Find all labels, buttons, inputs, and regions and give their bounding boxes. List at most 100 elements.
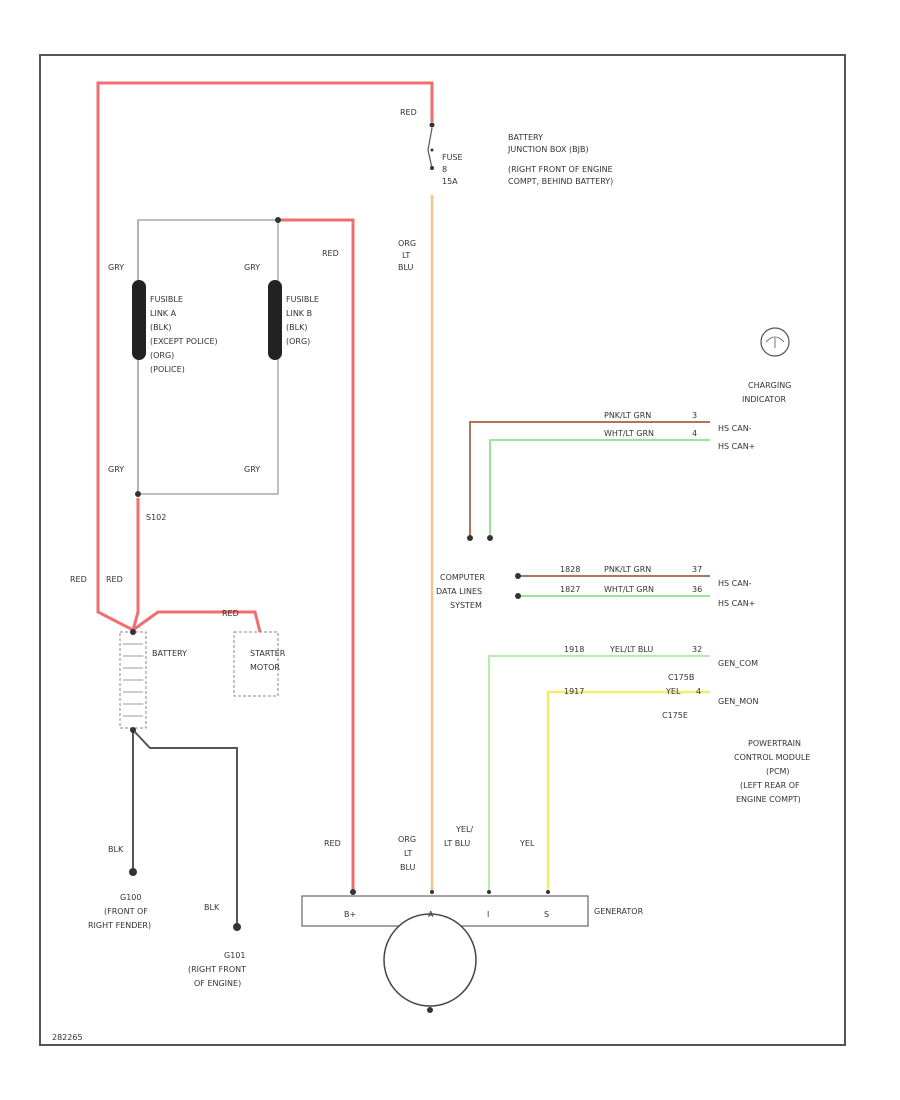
pcm-line5: ENGINE COMPT) xyxy=(736,795,801,804)
indicator-wire-1-color: PNK/LT GRN xyxy=(604,411,651,420)
gen-wire-s: YEL xyxy=(519,839,535,848)
pcm-wire-1-pin: 32 xyxy=(692,645,702,654)
data-wire-2-signal: HS CAN+ xyxy=(718,599,755,608)
charging-indicator-line1: CHARGING xyxy=(748,381,791,390)
link-b-line2: LINK B xyxy=(286,309,312,318)
fuse-wire-bottom-3: BLU xyxy=(398,263,414,272)
junction-box-line2: JUNCTION BOX (BJB) xyxy=(507,145,589,154)
starter-motor xyxy=(233,631,279,697)
charging-indicator-line2: INDICATOR xyxy=(742,395,786,404)
fuse-wire-bottom-1: ORG xyxy=(398,239,416,248)
ground-g100-id: G100 xyxy=(120,893,141,902)
data-wire-1-pin: 37 xyxy=(692,565,702,574)
data-lines-line2: DATA LINES xyxy=(436,587,482,596)
b-plus-wire-lower: RED xyxy=(324,839,341,848)
battery xyxy=(119,629,147,733)
link-a-line4: (EXCEPT POLICE) xyxy=(150,337,218,346)
pcm-line4: (LEFT REAR OF xyxy=(740,781,800,790)
data-wire-2-circuit: 1827 xyxy=(560,585,580,594)
gen-wire-i-1: YEL/ xyxy=(455,825,473,834)
data-wire-1-signal: HS CAN- xyxy=(718,579,752,588)
link-a-line6: (POLICE) xyxy=(150,365,185,374)
pcm-wire-2-signal: GEN_MON xyxy=(718,697,758,706)
ground-g100-line1: (FRONT OF xyxy=(104,907,148,916)
pcm-line1: POWERTRAIN xyxy=(748,739,801,748)
battery-wire-starter: RED xyxy=(222,609,239,618)
ground-g100-line2: RIGHT FENDER) xyxy=(88,921,151,930)
link-a-wire-top: GRY xyxy=(108,263,124,272)
pin-indicator-can-minus xyxy=(467,535,473,541)
pcm-wire-2-connector: C175E xyxy=(662,711,688,720)
wire-red-fuse-feed xyxy=(96,81,434,632)
diagram-border xyxy=(39,54,846,1046)
junction-box-line1: BATTERY xyxy=(508,133,543,142)
junction-box-line3: (RIGHT FRONT OF ENGINE xyxy=(508,165,613,174)
pin-data-can-plus xyxy=(515,593,521,599)
indicator-wire-2-color: WHT/LT GRN xyxy=(604,429,654,438)
data-wire-1-circuit: 1828 xyxy=(560,565,580,574)
data-wire-2-pin: 36 xyxy=(692,585,702,594)
fusible-link-b xyxy=(268,280,282,360)
ground-g101-line2: OF ENGINE) xyxy=(194,979,241,988)
wire-yel-lt-blu-gen-com xyxy=(488,655,710,890)
pcm-wire-1-color: YEL/LT BLU xyxy=(609,645,653,654)
fusible-link-a xyxy=(132,280,146,360)
indicator-wire-1-signal: HS CAN- xyxy=(718,424,752,433)
wire-red-battery-splice xyxy=(131,498,140,631)
gen-wire-i-2: LT BLU xyxy=(444,839,470,848)
link-a-line5: (ORG) xyxy=(150,351,174,360)
fuse-name: FUSE xyxy=(442,153,463,162)
ground-g100-wire: BLK xyxy=(108,845,124,854)
link-b-wire-top: GRY xyxy=(244,263,260,272)
gen-wire-a-3: BLU xyxy=(400,863,416,872)
fuse-number: 8 xyxy=(442,165,447,174)
battery-wire-left-2: RED xyxy=(106,575,123,584)
wire-red-b-plus xyxy=(278,218,355,892)
gen-wire-a-1: ORG xyxy=(398,835,416,844)
pcm-line2: CONTROL MODULE xyxy=(734,753,810,762)
splice-dot-s102 xyxy=(135,491,141,497)
data-wire-2-color: WHT/LT GRN xyxy=(604,585,654,594)
link-a-line2: LINK A xyxy=(150,309,177,318)
splice-label: S102 xyxy=(146,513,166,522)
ground-g101-wire: BLK xyxy=(204,903,220,912)
ground-g101-id: G101 xyxy=(224,951,245,960)
generator xyxy=(301,895,589,1013)
gen-wire-a-2: LT xyxy=(404,849,412,858)
wire-yel-gen-mon xyxy=(546,690,710,890)
battery-wire-left-1: RED xyxy=(70,575,87,584)
indicator-wire-2-signal: HS CAN+ xyxy=(718,442,755,451)
pcm-wire-2-color: YEL xyxy=(665,687,681,696)
pcm-line3: (PCM) xyxy=(766,767,790,776)
pin-gen-s xyxy=(546,890,550,894)
starter-line1: STARTER xyxy=(250,649,286,658)
link-b-line1: FUSIBLE xyxy=(286,295,319,304)
fuse-wire-bottom-2: LT xyxy=(402,251,410,260)
link-a-wire-bottom: GRY xyxy=(108,465,124,474)
pin-indicator-can-plus xyxy=(487,535,493,541)
pin-gen-b-plus xyxy=(350,889,356,895)
wire-green-indicator xyxy=(489,439,710,535)
gen-pin-a: A xyxy=(428,910,434,919)
link-b-line4: (ORG) xyxy=(286,337,310,346)
generator-label: GENERATOR xyxy=(594,907,644,916)
data-wire-1-color: PNK/LT GRN xyxy=(604,565,651,574)
wire-red-starter xyxy=(132,610,262,633)
splice-dot-top xyxy=(275,217,281,223)
pin-data-can-minus xyxy=(515,573,521,579)
starter-line2: MOTOR xyxy=(250,663,280,672)
indicator-wire-2-pin: 4 xyxy=(692,429,697,438)
junction-box-line4: COMPT, BEHIND BATTERY) xyxy=(508,177,613,186)
b-plus-wire-upper: RED xyxy=(322,249,339,258)
link-a-line1: FUSIBLE xyxy=(150,295,183,304)
charging-indicator-lamp xyxy=(760,327,790,357)
pin-gen-i xyxy=(487,890,491,894)
battery-label: BATTERY xyxy=(152,649,187,658)
pcm-wire-1-signal: GEN_COM xyxy=(718,659,758,668)
link-a-line3: (BLK) xyxy=(150,323,171,332)
ground-g101-symbol xyxy=(233,923,241,931)
data-lines-line1: COMPUTER xyxy=(440,573,485,582)
ground-g100-symbol xyxy=(129,868,137,876)
link-b-line3: (BLK) xyxy=(286,323,307,332)
